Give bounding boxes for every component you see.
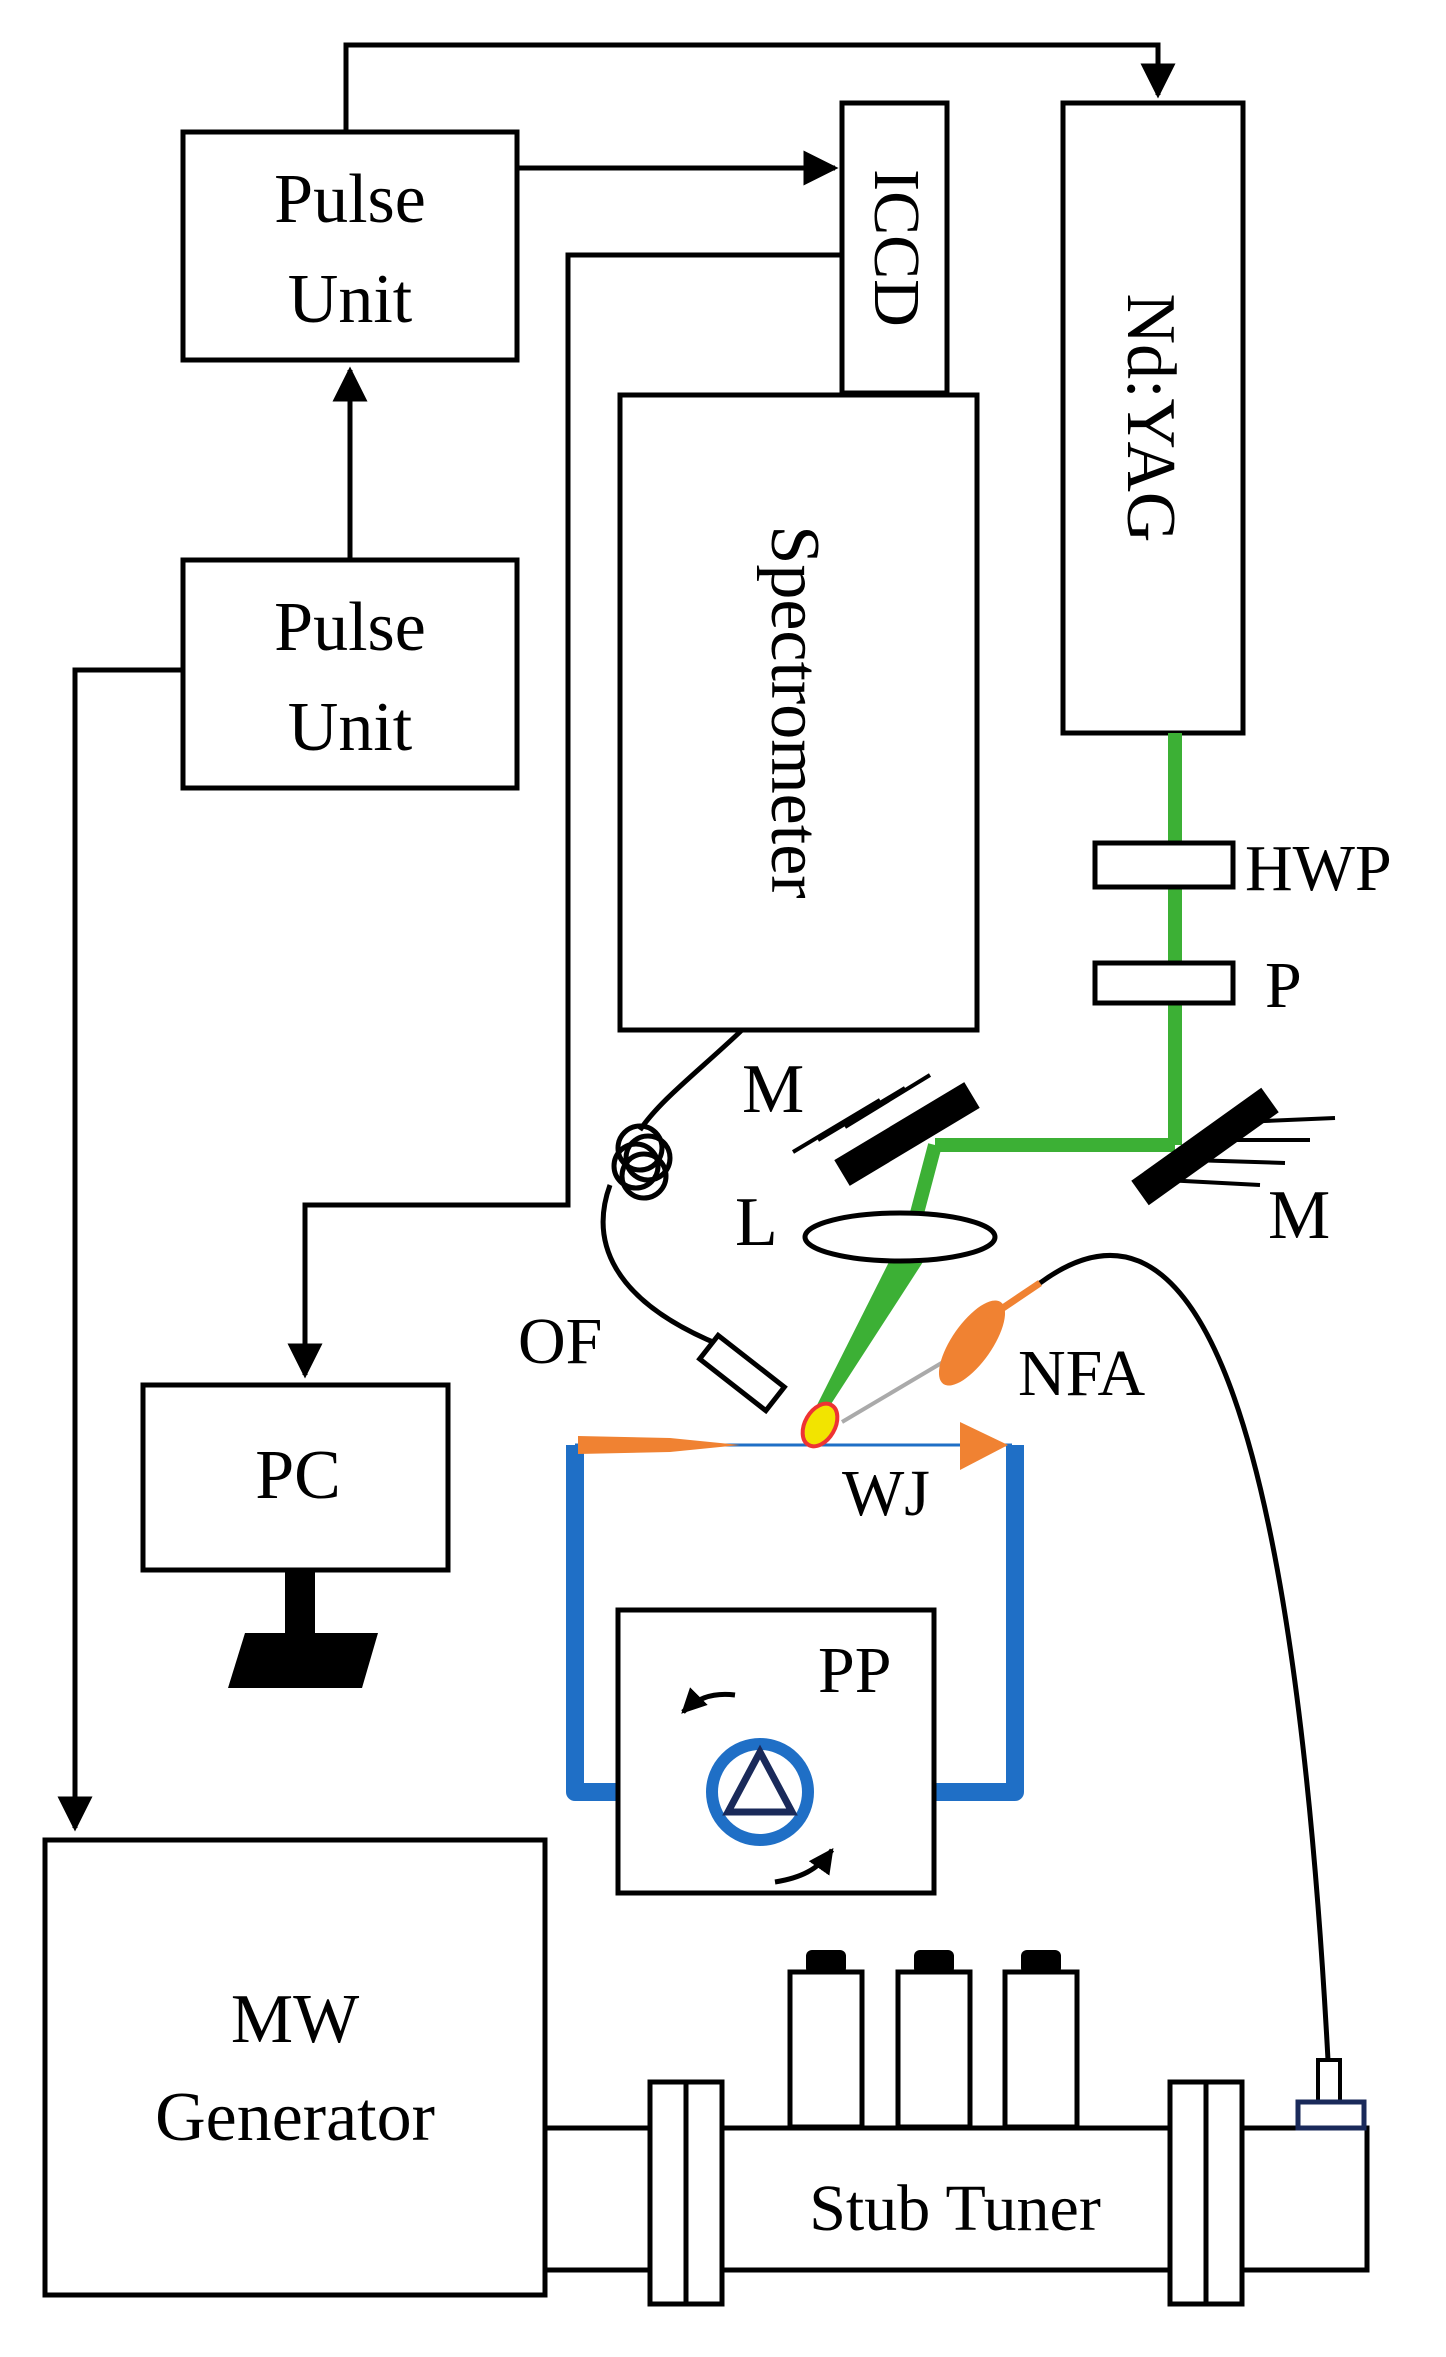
mirror-right-label: M — [1268, 1177, 1330, 1254]
stub-tuner: Stub Tuner — [542, 1950, 1370, 2307]
nd-yag-laser: Nd:YAG — [1060, 100, 1246, 736]
mirror-right: M — [1131, 1087, 1336, 1254]
hwp-label: HWP — [1245, 832, 1392, 905]
mirror-left-label: M — [742, 1051, 804, 1128]
spectrometer-label: Spectrometer — [756, 525, 833, 898]
laser-beam — [812, 733, 1182, 1418]
peristaltic-pump: PP — [615, 1607, 937, 1896]
focusing-lens: L — [735, 1184, 998, 1264]
near-field-antenna: NFA — [840, 1252, 1331, 2061]
iccd-camera: ICCD — [839, 100, 950, 396]
pulse-unit-top-label-1: Pulse — [274, 161, 426, 238]
optical-fiber-label: OF — [518, 1305, 602, 1378]
pulse-unit-top: Pulse Unit — [180, 129, 520, 363]
stub-3 — [1002, 1969, 1080, 2130]
stub-1 — [787, 1969, 865, 2130]
nd-yag-label: Nd:YAG — [1112, 294, 1189, 543]
optical-fiber: OF — [518, 1028, 788, 1415]
polarizer: P — [1092, 949, 1302, 1022]
polarizer-label: P — [1265, 949, 1302, 1022]
antenna-connector — [1316, 2058, 1342, 2104]
stub-tuner-label: Stub Tuner — [809, 2172, 1101, 2245]
pc-label: PC — [255, 1437, 341, 1514]
mw-generator-label-2: Generator — [155, 2079, 435, 2156]
half-wave-plate: HWP — [1092, 832, 1392, 905]
water-jet-label: WJ — [842, 1457, 930, 1530]
pulse-unit-middle-label-2: Unit — [288, 689, 413, 766]
mirror-left: M — [742, 1051, 980, 1186]
pc: PC — [140, 1382, 451, 1688]
pump-label: PP — [818, 1634, 891, 1707]
stub-2 — [895, 1969, 973, 2130]
mw-generator: MW Generator — [42, 1837, 548, 2298]
mw-generator-label-1: MW — [231, 1981, 359, 2058]
trigger-wire-yag — [343, 42, 1176, 135]
iccd-label: ICCD — [860, 169, 933, 327]
nfa-label: NFA — [1018, 1337, 1145, 1410]
trigger-wire-mw — [57, 667, 183, 1832]
pulse-unit-middle-label-1: Pulse — [274, 589, 426, 666]
pulse-unit-middle: Pulse Unit — [180, 557, 520, 791]
spectrometer: Spectrometer — [617, 392, 980, 1033]
lens-label: L — [735, 1184, 778, 1261]
pc-stand — [285, 1568, 315, 1638]
pc-keyboard — [228, 1633, 378, 1688]
data-wire-iccd-pc — [287, 252, 842, 1379]
pulse-unit-top-label-2: Unit — [288, 261, 413, 338]
